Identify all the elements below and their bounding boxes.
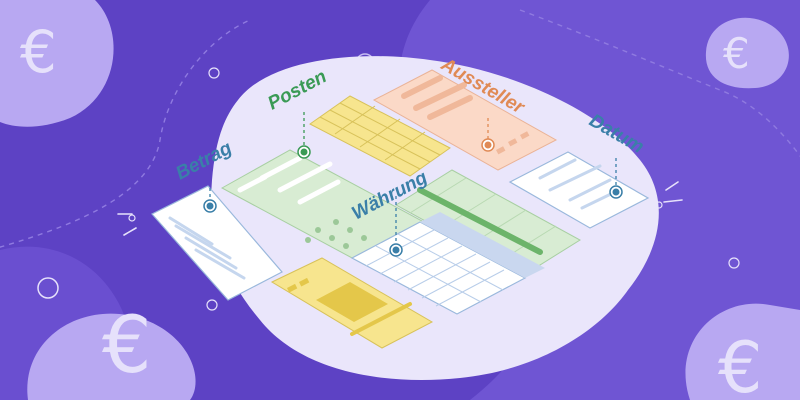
deco-ring-7 [128, 214, 136, 222]
marker-betrag [203, 199, 217, 213]
marker-aussteller [481, 138, 495, 152]
doc-datum-white [508, 151, 650, 229]
dashed-curve-left [0, 19, 251, 248]
marker-waehrung [389, 243, 403, 257]
deco-ring-3 [208, 67, 220, 79]
coin-blob-bottom-left [27, 313, 196, 400]
marker-posten [297, 145, 311, 159]
euro-symbol-bottom-left: € [102, 301, 152, 391]
euro-symbol-top-left: € [20, 18, 57, 86]
doc-aussteller-peach [372, 69, 558, 171]
doc-green-bars [395, 169, 581, 276]
coin-blob-bottom-right [685, 303, 800, 400]
euro-symbol-top-right: € [723, 29, 750, 78]
coin-blob-top-left [0, 0, 114, 127]
sparkle-right [663, 181, 683, 203]
doc-betrag-white [151, 185, 283, 301]
coin-blob-top-right [705, 17, 789, 89]
deco-ring-1 [37, 277, 59, 299]
deco-ring-5 [728, 257, 740, 269]
euro-symbol-bottom-right: € [718, 327, 763, 400]
doc-posten-green-list [220, 149, 437, 267]
doc-posten-yellow-table [309, 95, 451, 177]
sparkle-left [117, 213, 137, 236]
deco-ring-2 [206, 299, 218, 311]
doc-yellow-bottom [270, 257, 434, 349]
marker-datum [609, 185, 623, 199]
